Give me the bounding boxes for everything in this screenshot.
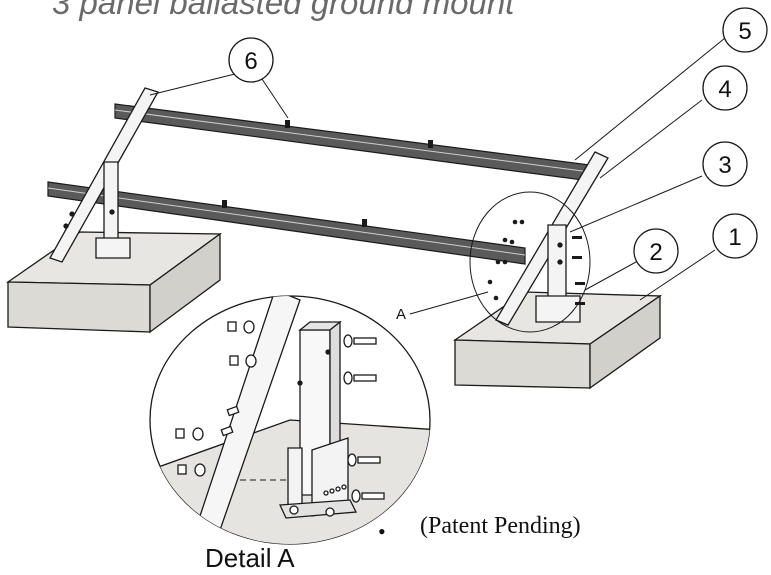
- callout-4: 4: [702, 65, 748, 111]
- diagram-title: 3 panel ballasted ground mount: [52, 0, 515, 21]
- svg-text:3: 3: [718, 152, 731, 179]
- callout-5: 5: [722, 7, 768, 53]
- left-leg-assembly: [49, 87, 159, 263]
- svg-text:4: 4: [718, 76, 731, 103]
- detail-left-fasteners: [175, 320, 257, 477]
- callout-2: 2: [633, 228, 679, 274]
- svg-text:6: 6: [244, 48, 257, 75]
- callout-leaders: [149, 37, 726, 301]
- right-leg-assembly: [495, 151, 609, 326]
- detail-a-view: [149, 295, 431, 545]
- svg-text:2: 2: [649, 239, 662, 266]
- detail-a-caption: Detail A: [205, 543, 295, 573]
- detail-right-fasteners: [323, 334, 385, 503]
- patent-note: (Patent Pending): [420, 513, 581, 539]
- detail-a-marker: [469, 191, 591, 333]
- callout-1: 1: [712, 213, 758, 259]
- callout-6: 6: [228, 37, 274, 83]
- bullet-marker: •: [378, 519, 386, 544]
- rail-clips: [222, 120, 433, 227]
- callout-3: 3: [702, 141, 748, 187]
- section-a-label: A: [396, 306, 406, 323]
- svg-text:1: 1: [728, 224, 741, 251]
- right-leg-bolts: [487, 219, 585, 305]
- detail-a-leader: [409, 291, 489, 315]
- upper-rail: [114, 103, 591, 182]
- svg-text:5: 5: [738, 18, 751, 45]
